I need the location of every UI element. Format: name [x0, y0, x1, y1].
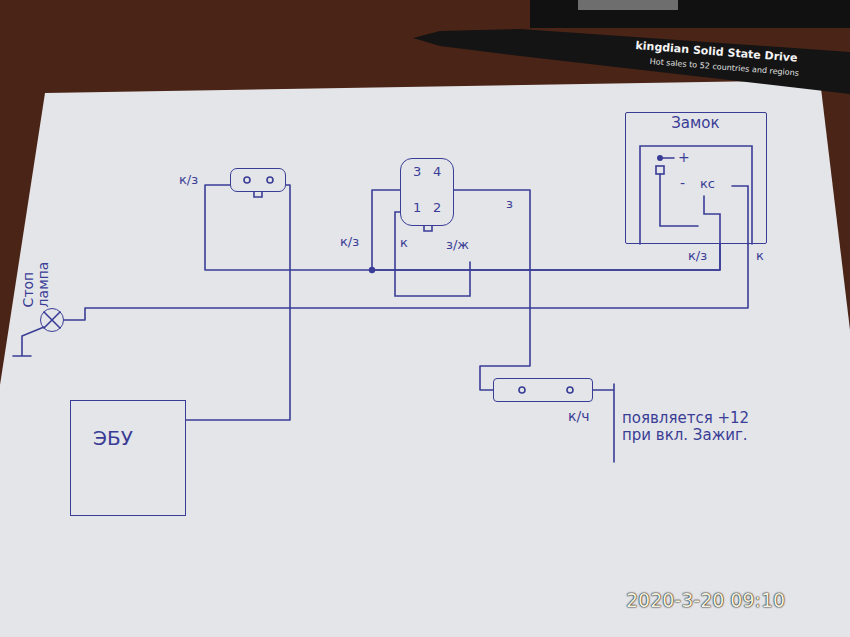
- pin-hole: [567, 387, 573, 393]
- terminal-sign: -: [680, 176, 685, 191]
- note-text: появляется +12 при вкл. Зажиг.: [622, 410, 772, 443]
- wire: [454, 190, 530, 390]
- lock-contact: [656, 166, 664, 174]
- node-label: к/ч: [568, 409, 589, 424]
- pin-label: к: [400, 236, 408, 250]
- stop-lamp: Стоп лампа: [40, 308, 64, 332]
- wire: [372, 190, 720, 270]
- lock-inner-frame: [640, 146, 752, 244]
- connector-plug: к/з: [230, 168, 286, 192]
- terminal-label: кс: [700, 177, 715, 191]
- connector-tab: [254, 192, 262, 197]
- node-label: к/з: [179, 173, 198, 187]
- relay-loop-wire: [395, 212, 470, 296]
- keyboard: [530, 0, 850, 28]
- lock-kz-wire: [704, 196, 720, 244]
- node-label: 1: [413, 201, 421, 215]
- relay-socket: 34 12: [400, 158, 454, 226]
- pin-label: к/з: [340, 235, 359, 249]
- ignition-lock-box: Замок: [625, 112, 767, 244]
- lock-contact-dot: [657, 155, 663, 161]
- node-label: 3: [413, 165, 421, 179]
- pen: [413, 29, 850, 94]
- pin-label: з/ж: [446, 238, 469, 252]
- node-label: ЭБУ: [93, 427, 133, 449]
- wire: [64, 244, 748, 320]
- connector-tab: [424, 226, 432, 231]
- pin-label: з: [506, 197, 513, 211]
- wire: [186, 185, 290, 420]
- pin-hole: [267, 177, 273, 183]
- node-label: Замок: [671, 115, 719, 132]
- wire: [205, 185, 720, 270]
- lamp-cross: [44, 312, 60, 328]
- pin-hole: [244, 177, 250, 183]
- terminal-sign: +: [678, 150, 690, 165]
- lock-k-wire: [732, 186, 748, 244]
- pin-label: к/з: [688, 249, 707, 263]
- ecu-box: ЭБУ: [70, 400, 186, 516]
- lock-contact-wire: [663, 157, 674, 159]
- ground-symbol: [13, 327, 44, 356]
- note-bracket: [593, 384, 614, 462]
- lock-contact-wire: [660, 174, 698, 226]
- photo-timestamp: 2020-3-20 09:10: [626, 590, 785, 611]
- paper-sheet: [0, 80, 850, 637]
- node-label: Стоп лампа: [21, 245, 52, 307]
- node-label: 2: [433, 201, 441, 215]
- node-label: 4: [433, 165, 441, 179]
- pin-label: к: [756, 249, 764, 263]
- connector-plug: к/ч: [493, 378, 593, 402]
- pin-hole: [519, 387, 525, 393]
- keyboard-key: [578, 0, 678, 10]
